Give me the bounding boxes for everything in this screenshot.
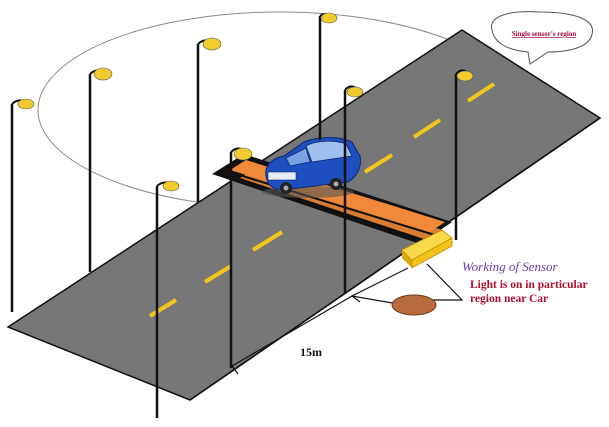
street-lamp-icon — [229, 147, 253, 368]
street-lamps — [10, 12, 338, 312]
sensor-note-title: Working of Sensor — [462, 259, 559, 274]
road-edge-near — [189, 117, 601, 401]
street-lamp-icon — [343, 85, 364, 294]
callout-label: Single sensor's region — [512, 30, 577, 38]
street-lamp-icon — [10, 98, 35, 312]
region-callout: Single sensor's region — [491, 11, 593, 65]
distance-label: 15m — [300, 345, 322, 359]
lane-markings — [148, 82, 496, 318]
street-lamps-near — [155, 69, 474, 418]
street-lamp-icon — [196, 37, 222, 202]
sensor-note-line2: region near Car — [470, 293, 548, 305]
lane-dash — [363, 153, 394, 174]
lane-dash — [203, 264, 233, 284]
street-lamp-icon — [88, 67, 113, 272]
sensor-wire — [426, 263, 464, 301]
sensor-box-icon — [401, 229, 453, 269]
ground-sensor-icon — [391, 294, 437, 316]
lane-dash — [412, 118, 442, 139]
street-lamp-icon — [155, 180, 180, 418]
lane-dash — [148, 298, 178, 318]
lane-dash — [251, 230, 284, 252]
car-icon — [262, 137, 361, 198]
lane-dash — [466, 82, 496, 103]
sensor-note-line1: Light is on in particular — [470, 279, 588, 291]
street-lamp-icon — [454, 69, 474, 240]
distance-dimension — [231, 295, 361, 375]
street-lamp-icon — [318, 12, 338, 140]
